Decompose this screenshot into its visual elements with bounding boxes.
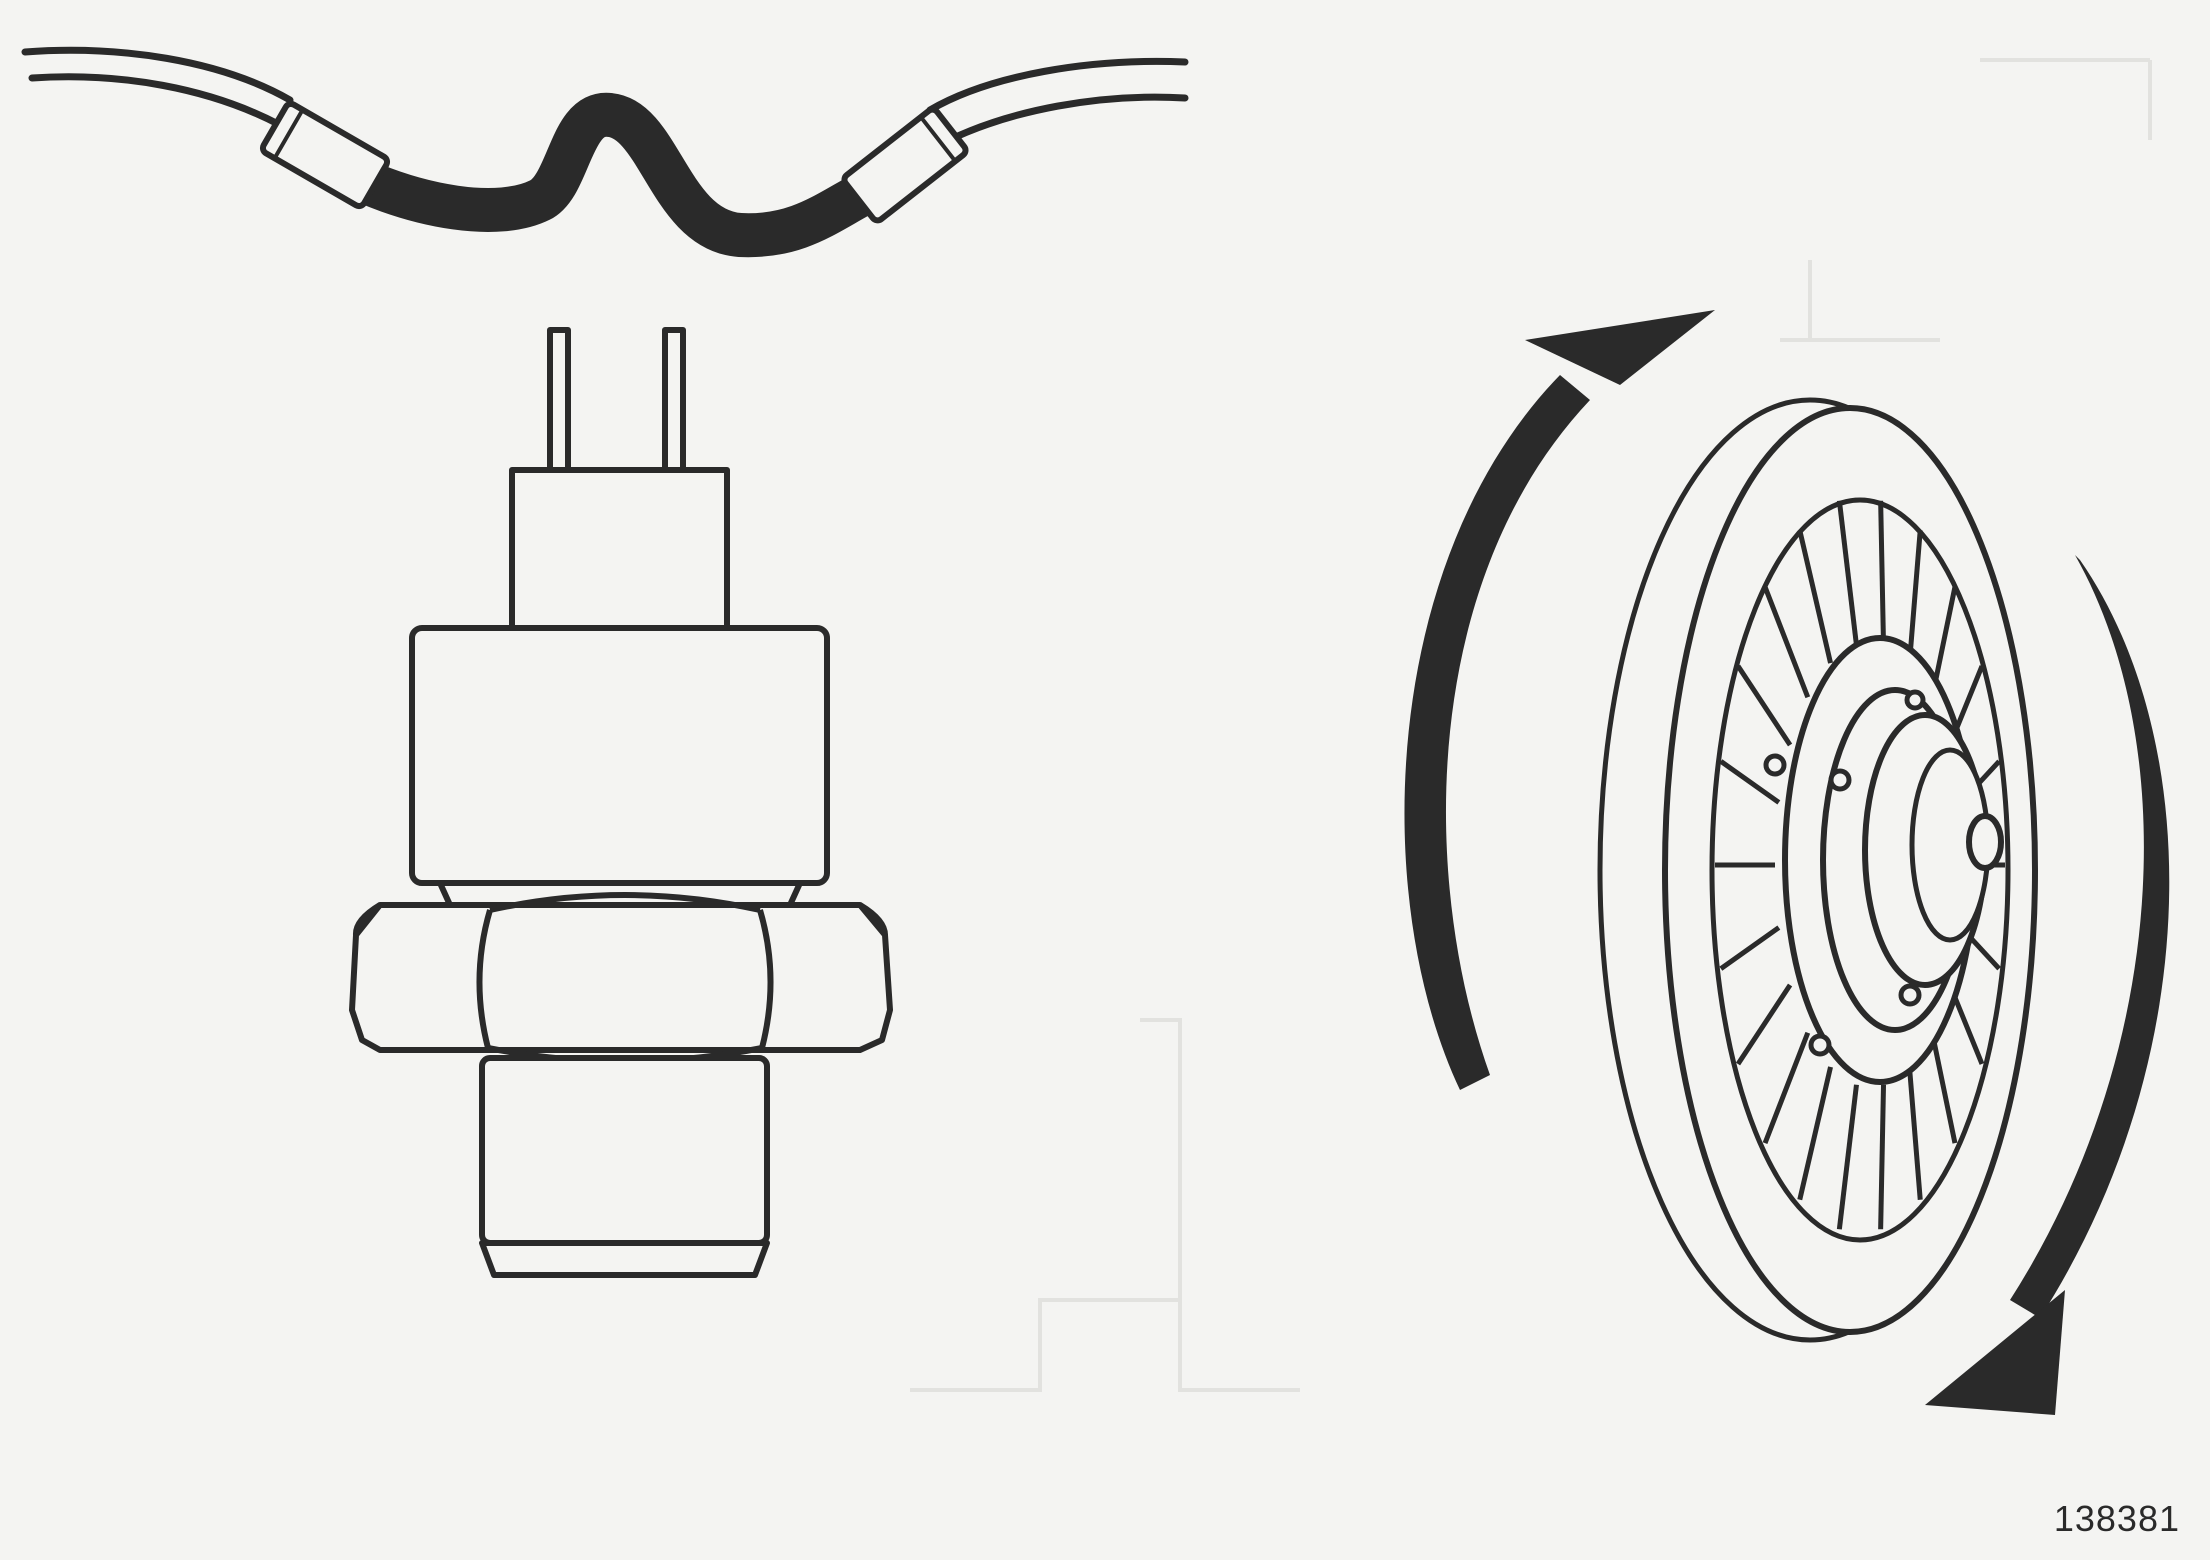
rotation-arrows (1404, 310, 2170, 1415)
wheel-spoke (1735, 983, 1793, 1066)
wheel-spoke (1735, 664, 1793, 747)
wheel-spoke (1906, 1066, 1923, 1200)
wheel (1597, 397, 2038, 1343)
cable-with-sleeves-icon (21, 46, 1189, 258)
wheel-spoke (1762, 1031, 1811, 1145)
wheel-spoke (1836, 500, 1859, 646)
right-arrow-head (1925, 1290, 2065, 1415)
wheel-spoke (1797, 529, 1833, 664)
wheel-spoke (1906, 530, 1923, 664)
wheel-spoke (1878, 1084, 1887, 1230)
threaded-sensor-with-hex-nut-icon (349, 327, 893, 1278)
right-rotation-arrow (2010, 555, 2170, 1318)
wheel-spoke (1719, 759, 1781, 805)
toothed-reluctor-wheel-icon (1597, 397, 2038, 1343)
curved-rotation-arrows-icon (1404, 310, 2170, 1415)
wheel-spoke (1762, 585, 1811, 699)
wheel-spoke (1719, 925, 1781, 971)
wheel-spoke (1836, 1084, 1859, 1230)
cable (21, 46, 1189, 258)
left-rotation-arrow (1404, 375, 1590, 1090)
sensor (349, 327, 893, 1278)
figure-number: 138381 (2053, 1498, 2180, 1539)
wheel-spoke (1929, 1032, 1958, 1144)
wheel-spoke (1878, 500, 1887, 646)
scan-artifacts (910, 58, 2152, 1392)
wheel-spoke (1797, 1066, 1833, 1201)
left-arrow-head (1525, 310, 1715, 385)
